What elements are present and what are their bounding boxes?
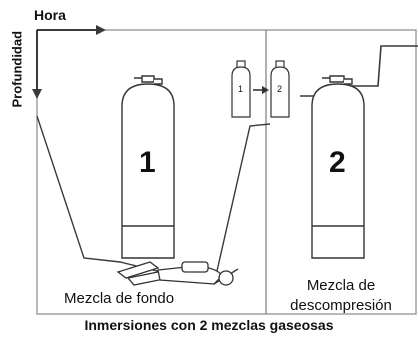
small-cylinder-1-number: 1 [238, 84, 244, 94]
diagram-caption: Inmersiones con 2 mezclas gaseosas [84, 317, 334, 333]
cylinder-2-valve [329, 75, 345, 83]
decompression-path-line [213, 123, 271, 285]
depth-axis-label: Profundidad [9, 30, 25, 108]
cylinder-2-body [311, 83, 365, 259]
diver-fin-left [116, 261, 160, 279]
diver-graphic [116, 261, 234, 286]
axes [32, 25, 106, 99]
cylinder-2-graphic [311, 75, 365, 259]
small-cylinder-1-body [231, 66, 251, 118]
time-axis-label: Hora [34, 7, 66, 23]
transfer-arrow-head [262, 86, 269, 94]
diver-head [218, 270, 234, 286]
depth-axis-arrow [32, 89, 42, 99]
cylinder-2-number: 2 [329, 146, 346, 179]
small-cylinder-2-body [270, 66, 290, 118]
time-axis-arrow [96, 25, 106, 35]
cylinder-1-graphic [121, 75, 175, 259]
panel-frames [36, 29, 417, 315]
cylinder-1-body [121, 83, 175, 259]
deco-mix-label: Mezcla de descompresión [290, 277, 392, 314]
bottom-mix-label: Mezcla de fondo [64, 290, 175, 307]
diver-tank [181, 261, 209, 273]
cylinder-2-valve-handle [322, 77, 353, 85]
deco-mix-panel [265, 29, 417, 315]
cylinder-1-valve [141, 75, 155, 83]
decompression-stops-line [300, 45, 418, 97]
small-cylinders [231, 60, 290, 118]
small-cylinder-2-number: 2 [277, 84, 283, 94]
transfer-arrow [253, 86, 269, 94]
cylinder-1-number: 1 [139, 146, 156, 179]
cylinder-1-valve-handle [134, 77, 163, 85]
